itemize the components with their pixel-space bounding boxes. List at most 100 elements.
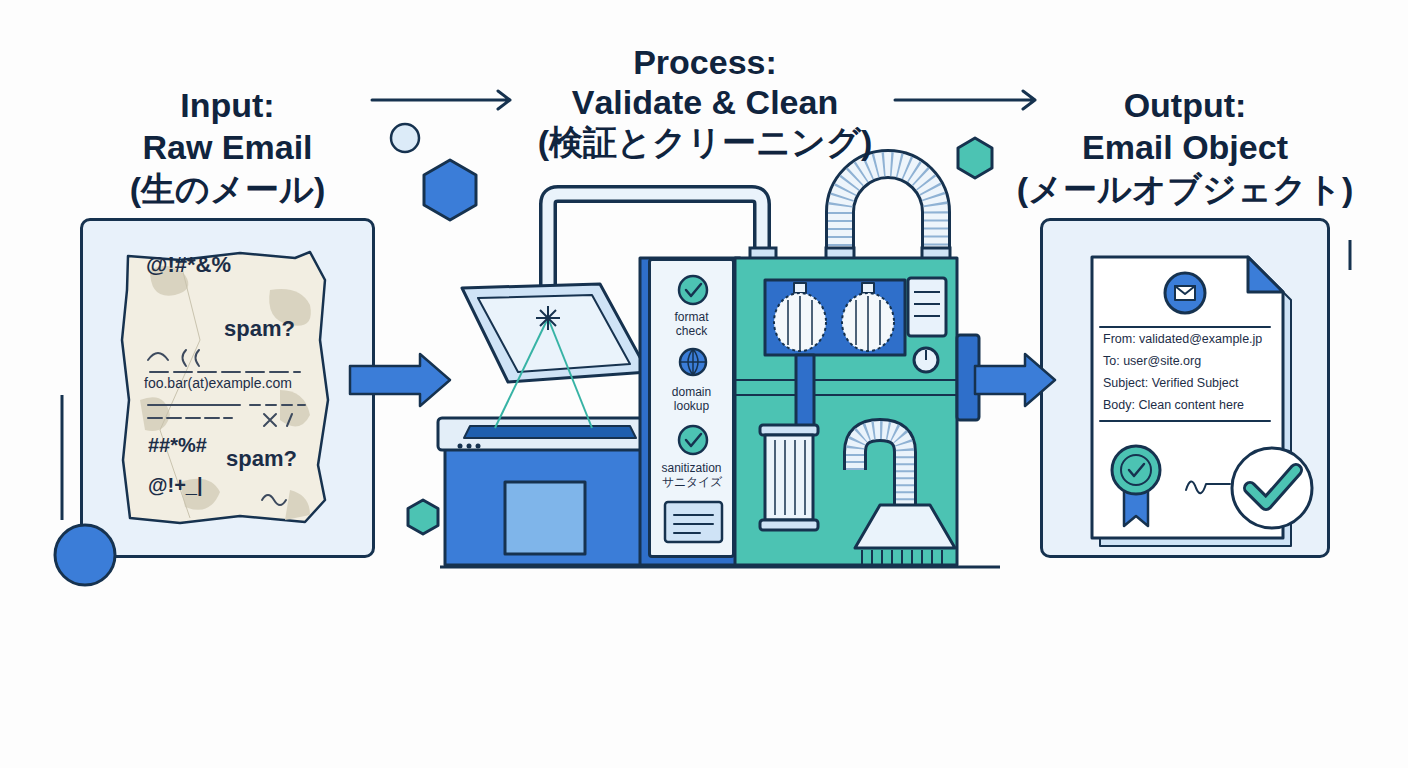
cleaning-unit [914, 348, 938, 372]
cleaning-unit [640, 258, 740, 565]
node-outline [122, 252, 328, 523]
cleaning-unit [908, 278, 946, 336]
check-icons [679, 426, 707, 454]
garbled-symbols: ##*%# [148, 434, 207, 457]
check-label: domain lookup [663, 386, 720, 414]
cleaning-unit [440, 258, 1000, 567]
decor-shapes [424, 160, 476, 220]
node-outline [140, 397, 170, 431]
decor-shapes [1349, 240, 1352, 270]
scanner-unit [495, 318, 548, 428]
scanner-unit [438, 284, 648, 565]
document-decor [1175, 286, 1195, 300]
cleaning-unit [788, 296, 812, 350]
scanner-unit [462, 284, 648, 382]
scanner-unit [445, 445, 645, 565]
heading-group: Input: Raw Email(生のメール) [0, 84, 528, 210]
check-icons [665, 502, 722, 542]
cleaning-unit [855, 430, 905, 505]
check-icons [680, 349, 706, 375]
check-icons [680, 349, 706, 375]
email-object-document: From: validated@example.jpTo: user@site.… [1090, 255, 1285, 540]
document-decor [1232, 448, 1312, 528]
paper-scribbles [264, 414, 276, 426]
document-decor [1100, 273, 1312, 528]
cleaning-unit [855, 430, 905, 505]
email-field: Subject: Verified Subject [1103, 376, 1239, 390]
stage-heading-translation: (メールオブジェクト) [1017, 168, 1354, 210]
paper-scribbles [262, 495, 286, 505]
check-label: format check [663, 311, 720, 339]
cleaning-unit [765, 280, 905, 355]
check-icons [665, 276, 722, 542]
decor-shapes [391, 124, 419, 152]
cleaning-unit [760, 425, 818, 435]
paper-scribbles [148, 350, 305, 505]
scanner-unit [438, 418, 645, 450]
spam-mark: spam? [226, 446, 297, 471]
paper-scribbles [287, 414, 292, 426]
machine-pipe [750, 248, 776, 260]
cleaning-unit [914, 292, 940, 316]
check-label: サニタイズ [648, 476, 735, 490]
heading-group: Output: Email Object(メールオブジェクト) [885, 84, 1408, 210]
paper-scribbles [148, 353, 168, 360]
node-outline [285, 490, 310, 520]
document-decor [1250, 470, 1296, 504]
paper-scribbles [250, 404, 305, 406]
cleaning-unit [765, 435, 813, 520]
raw-email-paper: @!#*&%spam?foo.bar(at)example.com##*%#sp… [120, 250, 330, 525]
cleaning-unit [760, 520, 818, 530]
document-decor [1124, 488, 1148, 526]
scanner-unit [505, 482, 585, 554]
document-decor [1186, 481, 1230, 493]
document-decor [1129, 464, 1144, 476]
stage-heading: Process: Validate & Clean [569, 42, 841, 122]
check-icons [674, 515, 713, 533]
cleaning-unit [862, 283, 874, 293]
cleaning-unit [856, 296, 880, 350]
paper-scribbles [148, 404, 240, 406]
document-decor [1100, 326, 1270, 328]
stage-heading-translation: (検証とクリーニング) [538, 122, 873, 162]
cleaning-unit [925, 350, 927, 360]
cleaning-unit [855, 505, 955, 548]
document-decor [1121, 455, 1151, 485]
flow-arrow [350, 354, 450, 406]
flow-arrow [975, 354, 1055, 406]
scanner-unit [467, 444, 472, 449]
coil-pipe [840, 164, 936, 262]
email-field: From: validated@example.jp [1103, 332, 1262, 346]
cleaning-unit [794, 283, 806, 293]
cleaning-unit [735, 379, 957, 381]
cleaning-unit [862, 550, 942, 566]
coil-pipe [826, 164, 950, 262]
scanner-unit [476, 444, 481, 449]
cleaning-unit [855, 430, 905, 505]
cleaning-unit [796, 355, 814, 430]
paper-scribbles [148, 417, 232, 419]
flow-arrow [350, 354, 450, 406]
cleaning-unit [440, 566, 1000, 569]
node-outline [280, 390, 310, 426]
process-machine: Process: Validate & Clean(検証とクリーニング)form… [440, 190, 975, 570]
email-field: To: user@site.org [1103, 354, 1201, 368]
cleaning-unit [735, 394, 957, 396]
check-label: sanitization [648, 462, 735, 476]
paper-scribbles [183, 350, 187, 366]
document-decor [1165, 273, 1205, 313]
decor-shapes [958, 138, 992, 178]
input-panel: Input: Raw Email(生のメール)@!#*&%spam?foo.ba… [80, 218, 375, 558]
check-panel: format check domain lookup sanitizationサニタ… [648, 258, 735, 558]
check-icons [686, 284, 701, 296]
cleaning-unit [957, 335, 979, 420]
coil-pipe [826, 248, 854, 260]
coil-pipe [840, 164, 936, 262]
document-decor [1112, 446, 1160, 494]
paper-scribbles [150, 371, 300, 373]
node-outline [1092, 257, 1283, 538]
stage-heading: Output: Email Object [1080, 84, 1291, 168]
decor-shapes [61, 395, 64, 520]
